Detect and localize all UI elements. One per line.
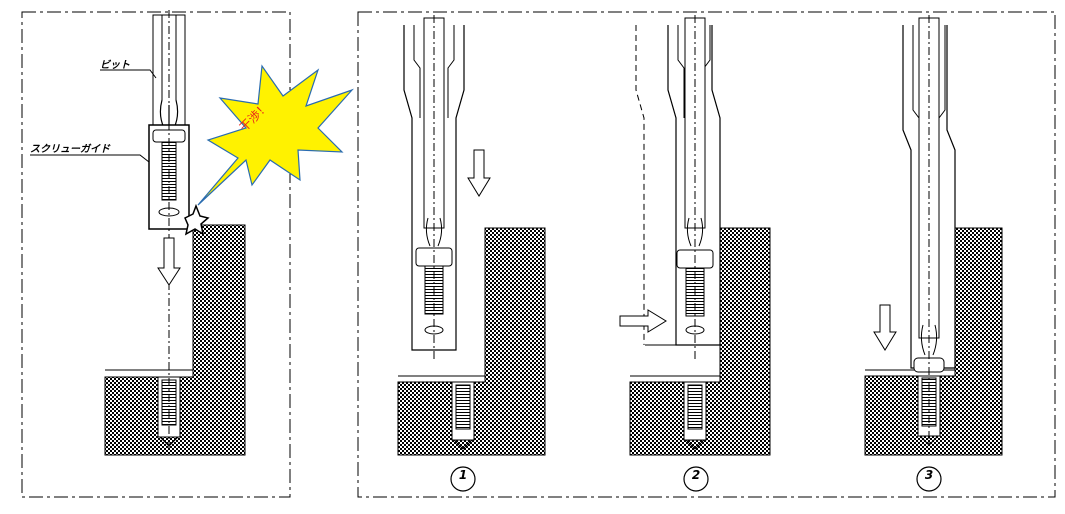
step-circle-3 <box>916 466 942 492</box>
step-number-2: 2 <box>691 468 701 482</box>
right-panel <box>357 11 1056 498</box>
step-number-1: 1 <box>458 468 468 482</box>
step-circle-2 <box>683 466 709 492</box>
left-panel-border <box>21 11 291 498</box>
step-circle-1 <box>450 466 476 492</box>
screw-guide-label: スクリューガイド <box>30 144 110 155</box>
right-panel-border <box>357 11 1056 498</box>
left-workpiece <box>104 224 246 456</box>
left-panel <box>21 10 354 498</box>
collision-star <box>184 203 210 236</box>
step-3-drawing <box>864 15 1003 456</box>
interference-burst <box>197 64 354 206</box>
step-2-drawing <box>619 15 771 456</box>
step-1-drawing <box>397 15 546 456</box>
bit-label: ビット <box>100 60 130 71</box>
step-number-3: 3 <box>924 468 934 482</box>
left-down-arrow <box>157 237 181 286</box>
